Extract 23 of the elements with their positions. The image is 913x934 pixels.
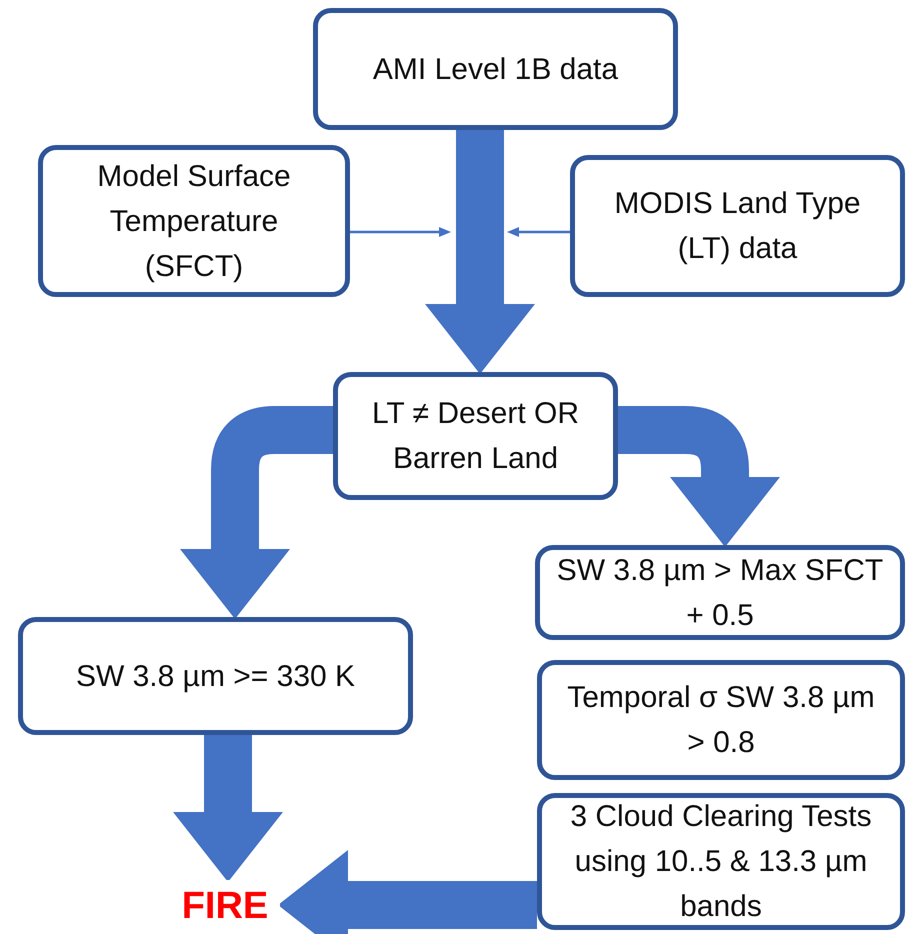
box-text: MODIS Land Type (LT) data bbox=[613, 186, 862, 267]
box-text: AMI Level 1B data bbox=[372, 52, 618, 88]
arrow bbox=[507, 227, 570, 237]
process-box bbox=[537, 660, 905, 780]
box-text: LT ≠ Desert OR Barren Land bbox=[370, 396, 580, 477]
process-box bbox=[537, 793, 905, 930]
process-box bbox=[570, 155, 905, 297]
process-box bbox=[313, 8, 678, 130]
process-box bbox=[38, 145, 350, 297]
box-text: 3 Cloud Clearing Tests using 10..5 & 13.3 µm bands bbox=[569, 799, 873, 925]
process-box bbox=[535, 545, 905, 640]
arrow bbox=[425, 130, 535, 374]
box-text: SW 3.8 µm >= 330 K bbox=[76, 658, 356, 694]
result-label: FIRE bbox=[182, 884, 268, 928]
process-box bbox=[18, 617, 413, 735]
box-text: Temporal σ SW 3.8 µm > 0.8 bbox=[566, 680, 876, 761]
arrow bbox=[350, 227, 451, 237]
process-box bbox=[333, 372, 618, 500]
arrow bbox=[278, 850, 537, 934]
box-text: SW 3.8 µm > Max SFCT + 0.5 bbox=[556, 552, 884, 634]
box-text: Model Surface Temperature (SFCT) bbox=[96, 158, 292, 284]
arrow bbox=[180, 406, 333, 619]
arrow bbox=[173, 735, 283, 882]
